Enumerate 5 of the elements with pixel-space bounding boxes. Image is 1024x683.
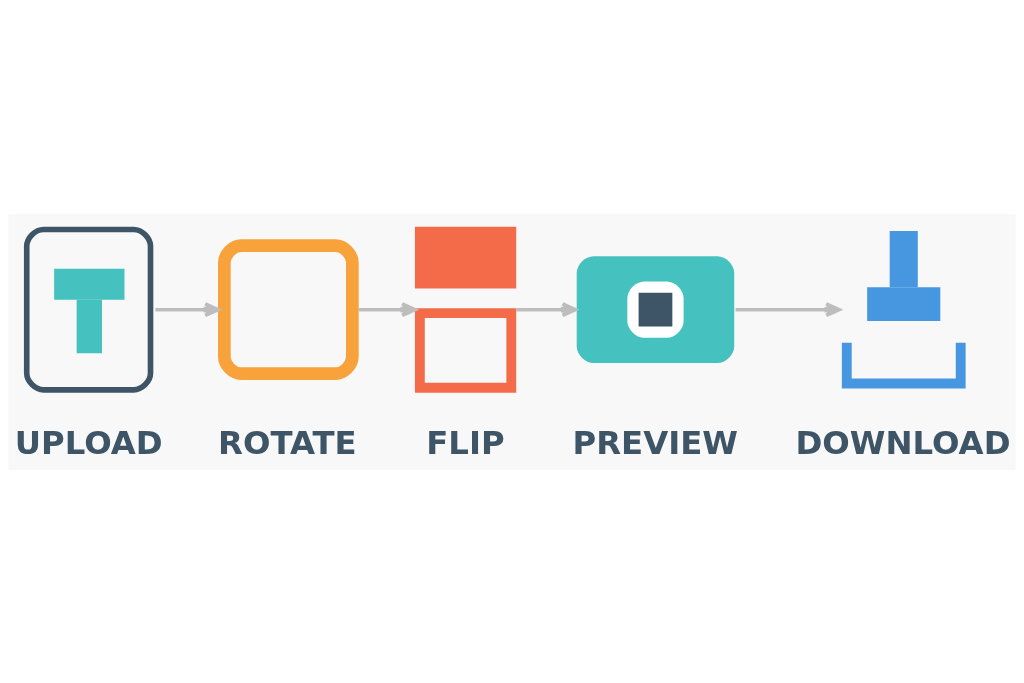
node-label: DOWNLOAD xyxy=(795,423,1011,462)
node-label: ROTATE xyxy=(218,423,357,462)
node-label: UPLOAD xyxy=(14,423,163,462)
node-label: FLIP xyxy=(426,423,505,462)
node-label: PREVIEW xyxy=(572,423,739,462)
